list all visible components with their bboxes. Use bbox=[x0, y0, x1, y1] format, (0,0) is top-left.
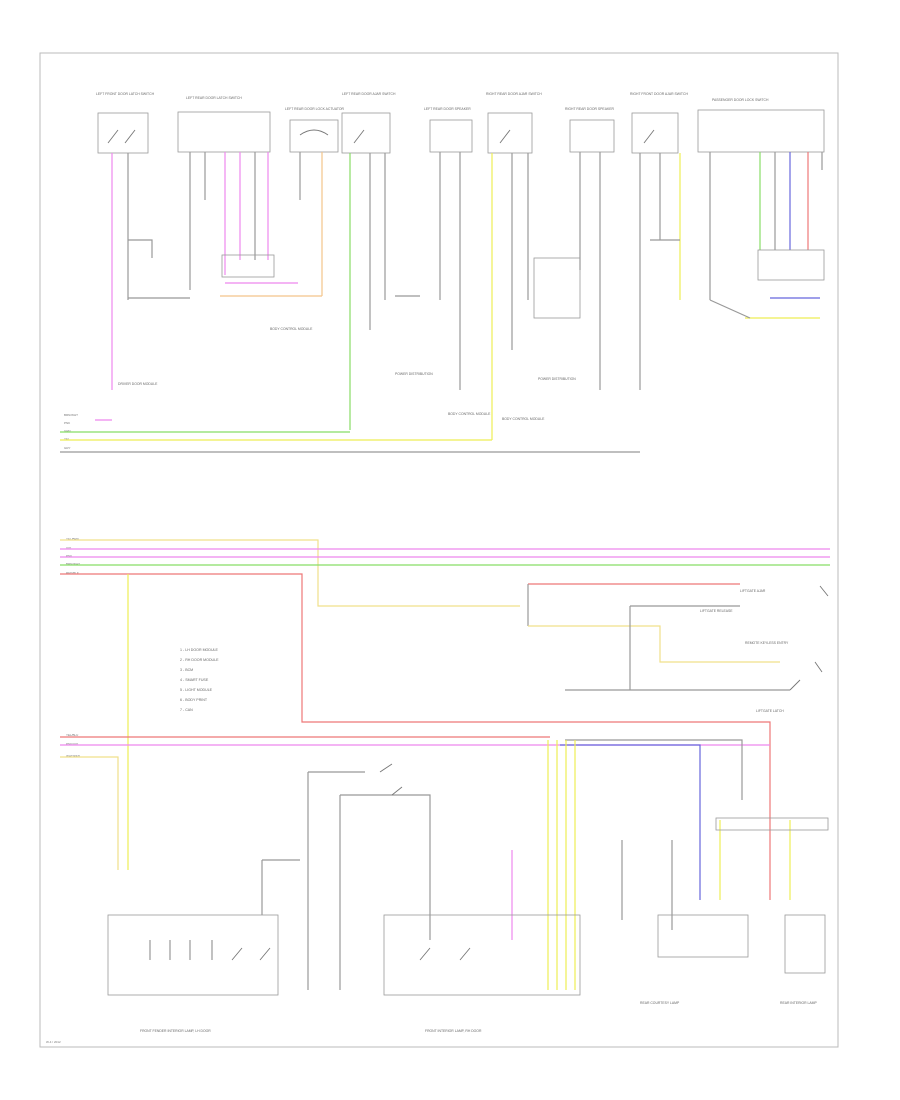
module-block bbox=[784, 914, 826, 974]
top-component-label: RIGHT FRONT DOOR AJAR SWITCH bbox=[630, 92, 688, 96]
diagram-frame bbox=[39, 52, 839, 1048]
mid-right-label: REMOTE KEYLESS ENTRY bbox=[745, 641, 789, 645]
mid-left-bus: YEL/BRN VIO PNK BRN/WHT RED/BLK bbox=[60, 537, 830, 806]
svg-text:4 - SMART FUSE: 4 - SMART FUSE bbox=[180, 678, 209, 682]
top-component-label: RIGHT REAR DOOR SPEAKER bbox=[565, 107, 614, 111]
footer-code: W-4 / 2012 bbox=[46, 1040, 61, 1044]
top-module-label: BODY CONTROL MODULE bbox=[270, 327, 313, 331]
top-component-label: LEFT REAR DOOR SPEAKER bbox=[424, 107, 471, 111]
lower-section: YEL/BLU PNK/VIO WHT/RED bbox=[60, 733, 829, 1033]
svg-text:BRN/WHT: BRN/WHT bbox=[66, 562, 80, 566]
switch-contacts bbox=[379, 763, 403, 796]
bottom-module-label: REAR COURTESY LAMP bbox=[640, 1001, 680, 1005]
top-component-label: PASSENGER DOOR LOCK SWITCH bbox=[712, 98, 769, 102]
svg-text:PNK: PNK bbox=[64, 421, 70, 425]
bottom-module-label: FRONT FENDER INTERIOR LAMP, LH DOOR bbox=[140, 1029, 211, 1033]
switch-contacts bbox=[107, 129, 655, 144]
top-component-label: LEFT REAR DOOR AJAR SWITCH bbox=[342, 92, 396, 96]
lower-left-bus: YEL/BLU PNK/VIO WHT/RED bbox=[60, 733, 770, 900]
top-module-label: DRIVER DOOR MODULE bbox=[118, 382, 158, 386]
bottom-module-label: FRONT INTERIOR LAMP, RH DOOR bbox=[425, 1029, 482, 1033]
speaker-block bbox=[429, 119, 473, 153]
module-block bbox=[107, 914, 279, 996]
svg-text:WHT/RED: WHT/RED bbox=[66, 754, 81, 758]
svg-text:VIO: VIO bbox=[66, 546, 72, 550]
top-component-label: LEFT REAR DOOR LOCK ACTUATOR bbox=[285, 107, 345, 111]
svg-text:1 - LH DOOR MODULE: 1 - LH DOOR MODULE bbox=[180, 648, 219, 652]
connector-block bbox=[221, 254, 275, 278]
switch-contacts bbox=[149, 940, 471, 961]
switch-block bbox=[341, 112, 391, 154]
speaker-block bbox=[569, 119, 615, 153]
svg-text:RED/BLK: RED/BLK bbox=[66, 571, 79, 575]
top-module-label: BODY CONTROL MODULE bbox=[448, 412, 491, 416]
top-component-label: LEFT REAR DOOR LATCH SWITCH bbox=[186, 96, 242, 100]
switch-contacts bbox=[789, 585, 829, 691]
svg-text:3 - BCM: 3 - BCM bbox=[180, 668, 193, 672]
svg-text:6 - BODY PRINT: 6 - BODY PRINT bbox=[180, 698, 208, 702]
mid-right-label: LIFTGATE LATCH bbox=[756, 709, 784, 713]
svg-text:GRY: GRY bbox=[64, 446, 70, 450]
top-wire-stubs bbox=[111, 152, 823, 440]
connector-block bbox=[533, 257, 581, 319]
svg-text:7 - CAN: 7 - CAN bbox=[180, 708, 193, 712]
top-module-label: POWER DISTRIBUTION bbox=[395, 372, 433, 376]
svg-text:2 - RH DOOR MODULE: 2 - RH DOOR MODULE bbox=[180, 658, 219, 662]
svg-text:BRN/WHT: BRN/WHT bbox=[64, 413, 78, 417]
actuator-block bbox=[289, 119, 339, 153]
mid-right-label: LIFTGATE AJAR bbox=[740, 589, 766, 593]
top-component-label: LEFT FRONT DOOR LATCH SWITCH bbox=[96, 92, 155, 96]
mid-right-label: LIFTGATE RELEASE bbox=[700, 609, 733, 613]
svg-text:GRN: GRN bbox=[64, 429, 71, 433]
svg-text:YEL/BRN: YEL/BRN bbox=[66, 537, 79, 541]
svg-text:PNK: PNK bbox=[66, 554, 72, 558]
module-block bbox=[657, 914, 749, 958]
connector-block bbox=[715, 817, 829, 831]
legend: 1 - LH DOOR MODULE 2 - RH DOOR MODULE 3 … bbox=[180, 648, 219, 712]
switch-block bbox=[97, 112, 149, 154]
top-component-label: RIGHT REAR DOOR AJAR SWITCH bbox=[486, 92, 542, 96]
svg-text:PNK/VIO: PNK/VIO bbox=[66, 742, 79, 746]
top-module-label: BODY CONTROL MODULE bbox=[502, 417, 545, 421]
top-left-bus: BRN/WHT PNK GRN YEL GRY bbox=[60, 413, 640, 453]
motor-symbol bbox=[299, 129, 329, 136]
top-section: LEFT FRONT DOOR LATCH SWITCH LEFT REAR D… bbox=[60, 92, 825, 453]
module-block bbox=[383, 914, 581, 996]
switch-block bbox=[631, 112, 679, 154]
switch-block bbox=[177, 111, 271, 153]
top-module-label: POWER DISTRIBUTION bbox=[538, 377, 576, 381]
svg-text:YEL: YEL bbox=[64, 437, 70, 441]
svg-text:5 - LIGHT MODULE: 5 - LIGHT MODULE bbox=[180, 688, 213, 692]
switch-block bbox=[697, 109, 825, 153]
connector-block bbox=[757, 249, 825, 281]
switch-block bbox=[487, 112, 533, 154]
bottom-module-label: REAR INTERIOR LAMP bbox=[780, 1001, 817, 1005]
svg-text:YEL/BLU: YEL/BLU bbox=[66, 733, 78, 737]
middle-section: YEL/BRN VIO PNK BRN/WHT RED/BLK LIFTGATE… bbox=[60, 537, 830, 870]
